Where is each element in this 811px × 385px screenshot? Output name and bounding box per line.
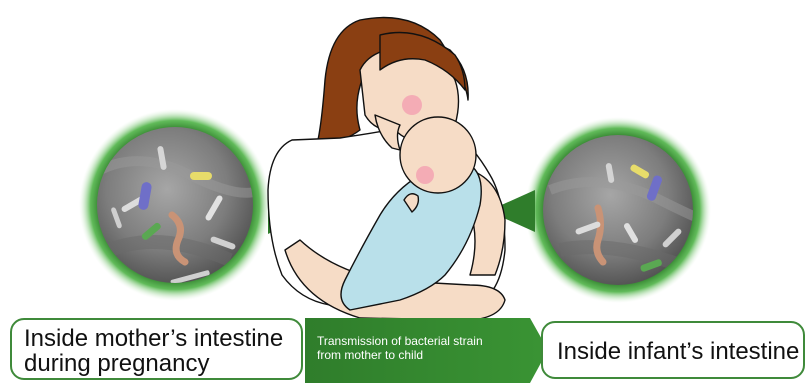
transmission-label: Transmission of bacterial strain from mo… (317, 334, 537, 362)
infant-label-text: Inside infant’s intestine (557, 323, 791, 381)
mother-label-line1: Inside mother’s intestine (24, 326, 289, 351)
mother-intestine-label: Inside mother’s intestine during pregnan… (10, 318, 303, 380)
infant-intestine-micrograph (525, 117, 711, 303)
mother-intestine-micrograph (79, 109, 271, 301)
transmission-label-line1: Transmission of bacterial strain (317, 334, 537, 348)
transmission-label-line2: from mother to child (317, 348, 537, 362)
infant-intestine-label: Inside infant’s intestine (541, 321, 805, 379)
mother-label-line2: during pregnancy (24, 351, 289, 376)
